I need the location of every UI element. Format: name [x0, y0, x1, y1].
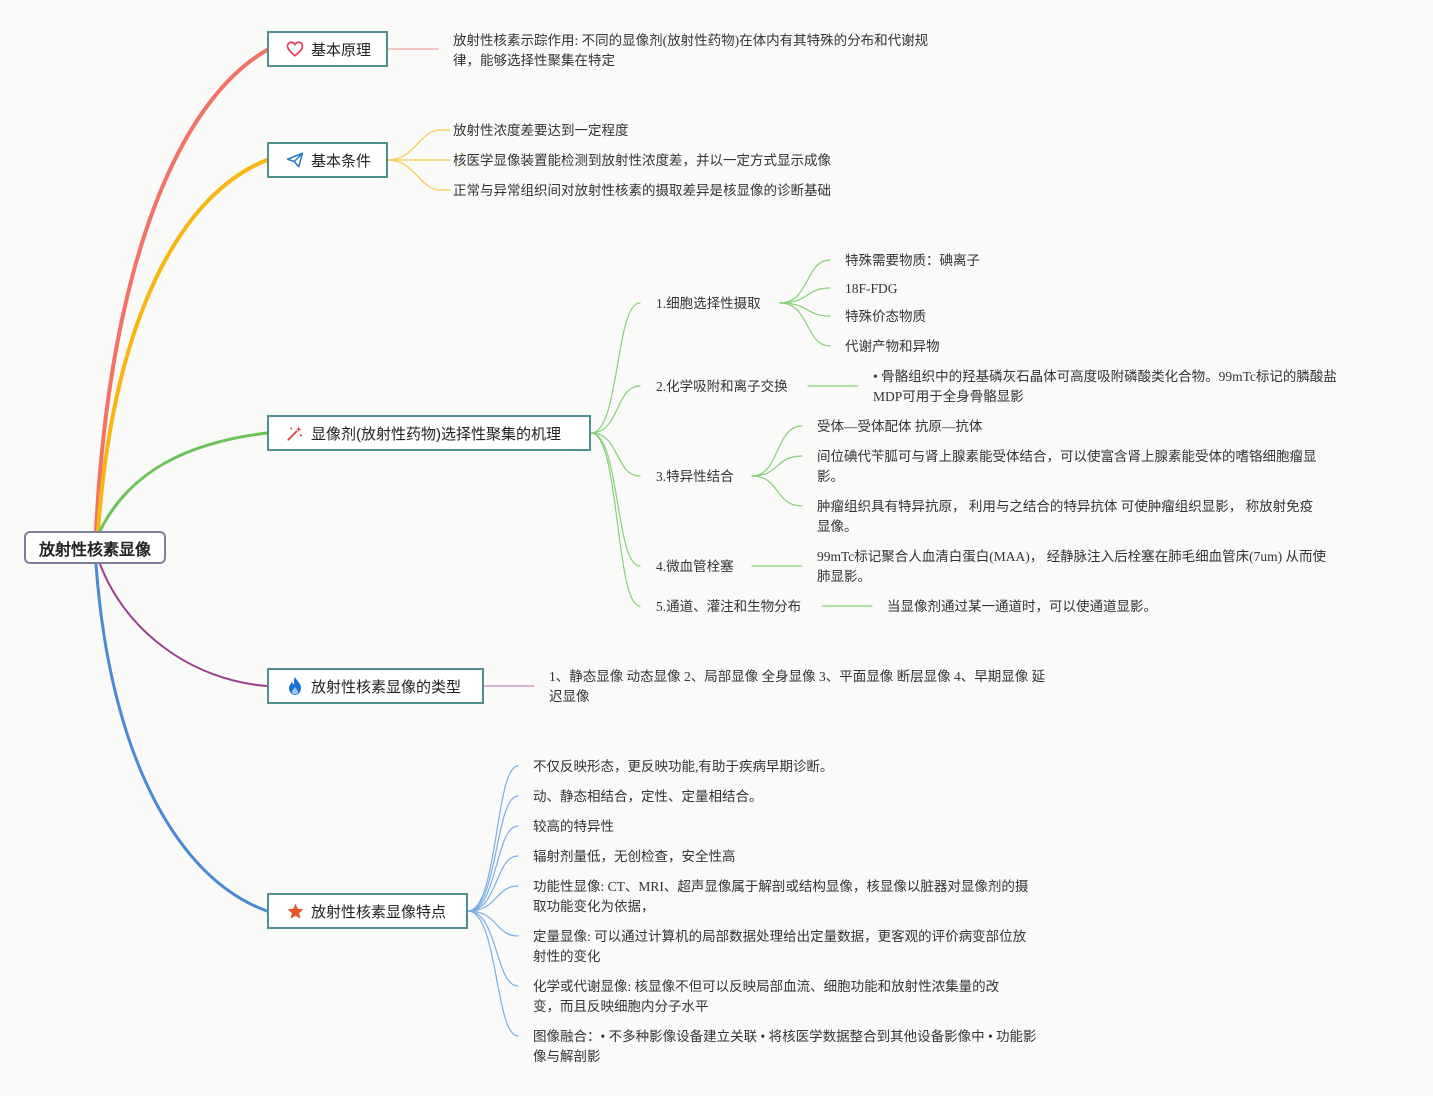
link-mechanism — [98, 431, 269, 533]
mechanism-sub-label: 5.通道、灌注和生物分布 — [656, 599, 802, 614]
features-item: 动、静态相结合，定性、定量相结合。 — [533, 789, 763, 804]
features-item: 辐射剂量低，无创检查，安全性高 — [533, 849, 736, 864]
features-item: 功能性显像: CT、MRI、超声显像属于解剖或结构显像，核显像以脏器对显像剂的摄… — [533, 879, 1029, 914]
mechanism-sub-label: 4.微血管栓塞 — [656, 559, 734, 574]
link-features — [94, 562, 269, 913]
features-item: 不仅反映形态，更反映功能,有助于疾病早期诊断。 — [533, 759, 834, 774]
types-text: 1、静态显像 动态显像 2、局部显像 全身显像 3、平面显像 断层显像 4、早期… — [549, 669, 1046, 704]
branch-types[interactable]: 放射性核素显像的类型 — [267, 668, 484, 704]
mechanism-detail: 受体—受体配体 抗原—抗体 — [817, 419, 983, 434]
link-principle — [94, 48, 269, 533]
link-conditions — [96, 158, 269, 533]
mechanism-detail: 肿瘤组织具有特异抗原， 利用与之结合的特异抗体 可使肿瘤组织显影， 称放射免疫显… — [817, 499, 1314, 534]
mechanism-detail: 间位碘代苄胍可与肾上腺素能受体结合，可以使富含肾上腺素能受体的嗜铬细胞瘤显影。 — [817, 449, 1317, 484]
mechanism-detail: • 骨骼组织中的羟基磷灰石晶体可高度吸附磷酸类化合物。99mTc标记的膦酸盐MD… — [873, 369, 1337, 404]
root-topic[interactable]: 放射性核素显像 — [24, 531, 166, 564]
features-item: 图像融合：• 不多种影像设备建立关联 • 将核医学数据整合到其他设备影像中 • … — [533, 1029, 1037, 1064]
magic-wand-icon — [285, 423, 305, 443]
mechanism-detail: 当显像剂通过某一通道时，可以使通道显影。 — [887, 599, 1157, 614]
mechanism-detail: 特殊需要物质：碘离子 — [845, 253, 980, 268]
conditions-item: 正常与异常组织间对放射性核素的摄取差异是核显像的诊断基础 — [453, 183, 831, 198]
mechanism-detail: 18F-FDG — [845, 281, 898, 296]
heart-icon — [285, 39, 305, 59]
branch-mechanism[interactable]: 显像剂(放射性药物)选择性聚集的机理 — [267, 415, 591, 451]
branch-mechanism-label: 显像剂(放射性药物)选择性聚集的机理 — [311, 425, 561, 443]
branch-principle[interactable]: 基本原理 — [267, 31, 388, 67]
branch-conditions[interactable]: 基本条件 — [267, 142, 388, 178]
conditions-item: 核医学显像装置能检测到放射性浓度差，并以一定方式显示成像 — [453, 153, 831, 168]
mechanism-sub-label: 2.化学吸附和离子交换 — [656, 379, 788, 394]
mechanism-detail: 特殊价态物质 — [845, 309, 926, 324]
mechanism-sub-label: 1.细胞选择性摄取 — [656, 296, 761, 311]
mechanism-detail: 99mTc标记聚合人血清白蛋白(MAA)， 经静脉注入后栓塞在肺毛细血管床(7u… — [817, 549, 1327, 584]
flame-icon — [285, 676, 305, 696]
branch-features-label: 放射性核素显像特点 — [311, 903, 447, 921]
branch-types-label: 放射性核素显像的类型 — [311, 678, 462, 696]
conditions-item: 放射性浓度差要达到一定程度 — [453, 123, 629, 138]
branch-principle-label: 基本原理 — [311, 41, 372, 59]
mechanism-sub-label: 3.特异性结合 — [656, 469, 734, 484]
principle-text: 放射性核素示踪作用: 不同的显像剂(放射性药物)在体内有其特殊的分布和代谢规律，… — [453, 33, 929, 68]
star-icon — [285, 901, 305, 921]
link-types — [99, 563, 268, 687]
features-item: 定量显像: 可以通过计算机的局部数据处理给出定量数据，更客观的评价病变部位放射性… — [533, 929, 1027, 964]
branch-conditions-label: 基本条件 — [311, 152, 372, 170]
features-item: 化学或代谢显像: 核显像不但可以反映局部血流、细胞功能和放射性浓集量的改变，而且… — [533, 979, 1000, 1014]
branch-features[interactable]: 放射性核素显像特点 — [267, 893, 468, 929]
paper-plane-icon — [285, 150, 305, 170]
features-item: 较高的特异性 — [533, 819, 614, 834]
mechanism-detail: 代谢产物和异物 — [845, 339, 940, 354]
